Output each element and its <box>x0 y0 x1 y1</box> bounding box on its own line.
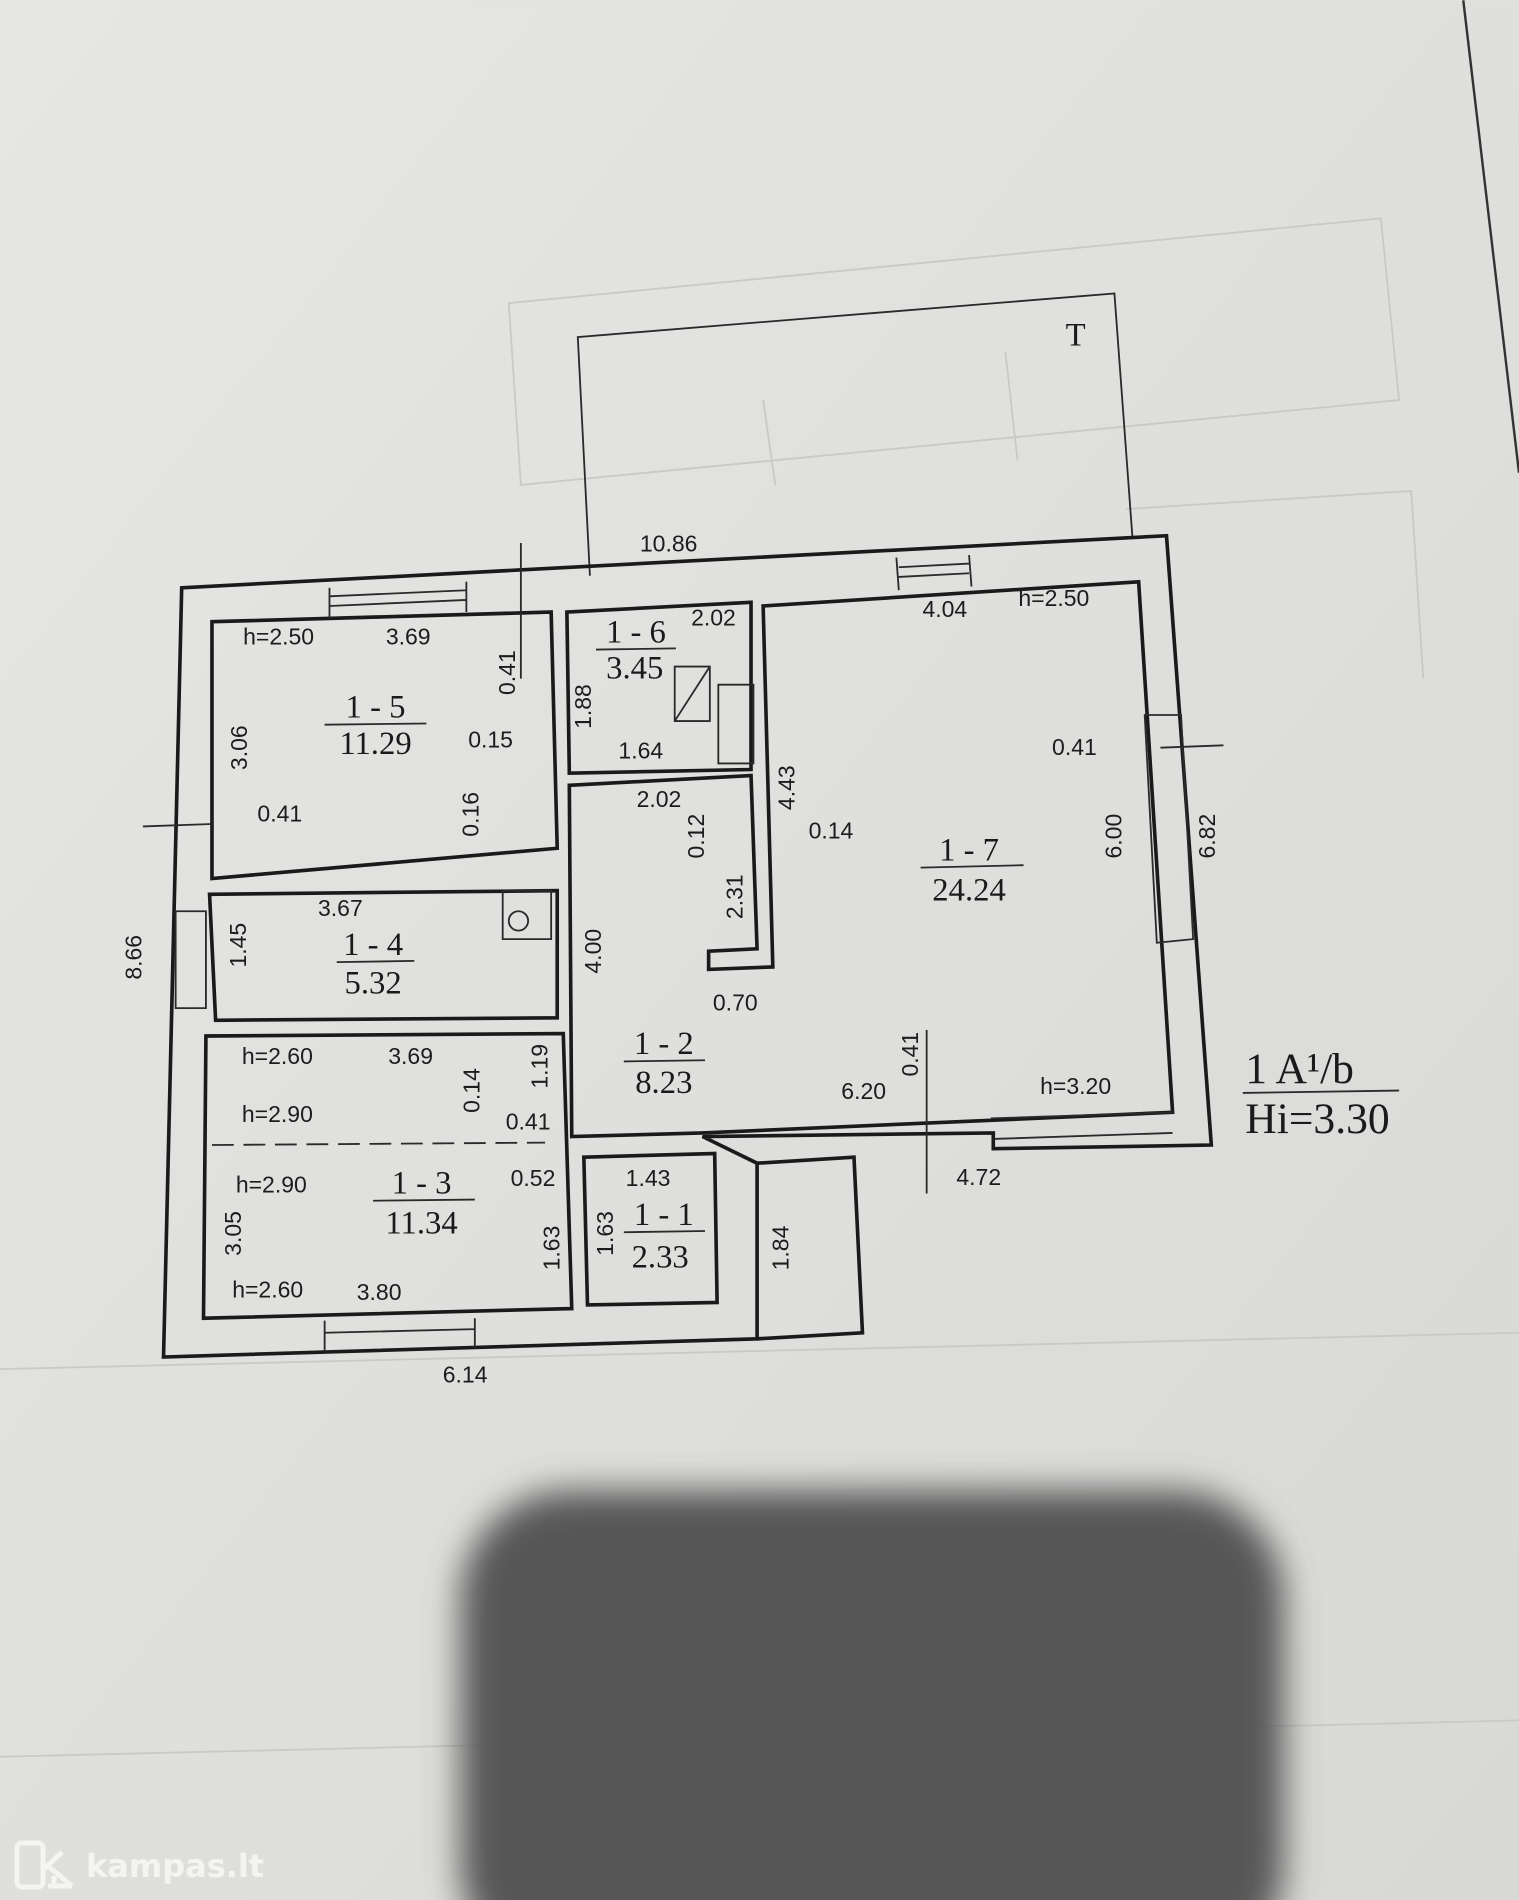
dim: 0.41 <box>1052 734 1097 760</box>
room-height: h=2.90 <box>236 1171 307 1197</box>
room-area: 8.23 <box>635 1065 692 1101</box>
dim-right-depth: 6.82 <box>1194 814 1220 859</box>
watermark-text: kampas.lt <box>86 1847 265 1885</box>
room-area: 11.34 <box>385 1205 457 1241</box>
room-1-7: 1 - 7 24.24 4.04 h=2.50 0.41 6.00 4.43 0… <box>774 585 1127 1190</box>
dim: 0.70 <box>713 990 758 1016</box>
room-1-1: 1 - 1 2.33 1.43 1.63 1.84 <box>592 1165 794 1275</box>
dim: 3.05 <box>220 1211 246 1256</box>
room-1-5: 1 - 5 11.29 h=2.50 3.69 0.41 3.06 0.15 0… <box>226 624 520 837</box>
hand-shadow <box>460 1490 1284 1900</box>
room-height: h=2.90 <box>242 1101 313 1127</box>
dim: 1.43 <box>626 1165 671 1191</box>
room-id: 1 - 2 <box>634 1026 694 1062</box>
room-height: h=2.50 <box>243 624 314 650</box>
terrace-outline <box>576 292 1134 576</box>
dim: 2.02 <box>637 786 682 812</box>
height-note: Hi=3.30 <box>1245 1095 1389 1143</box>
dim: 3.69 <box>386 624 431 650</box>
dim: 6.00 <box>1101 814 1127 859</box>
room-id: 1 - 4 <box>343 927 403 963</box>
room-area: 3.45 <box>606 651 663 687</box>
room-height: h=2.60 <box>242 1043 313 1069</box>
dim: 6.20 <box>841 1078 886 1104</box>
dim: 4.00 <box>580 929 606 974</box>
dim: 1.63 <box>592 1211 618 1256</box>
dim: 0.41 <box>506 1108 551 1134</box>
room-id: 1 - 5 <box>346 689 406 725</box>
dim: 0.14 <box>809 818 854 844</box>
dim: 4.72 <box>956 1164 1001 1190</box>
dim: 0.52 <box>511 1165 556 1191</box>
dim: 1.88 <box>570 684 596 729</box>
room-id: 1 - 6 <box>606 614 666 650</box>
dim: 0.41 <box>257 801 302 827</box>
room-height: h=2.50 <box>1018 585 1089 611</box>
dim-overall-width: 10.86 <box>640 530 698 556</box>
dim: 0.12 <box>683 814 709 859</box>
dim: 0.16 <box>457 792 483 837</box>
dim: 1.64 <box>618 738 663 764</box>
dim: 4.04 <box>922 596 967 622</box>
room-id: 1 - 1 <box>634 1197 694 1233</box>
dim: 3.80 <box>357 1279 402 1305</box>
dim: 0.41 <box>897 1032 923 1077</box>
dim-bottom-width: 6.14 <box>443 1361 488 1387</box>
room-id: 1 - 3 <box>392 1165 452 1201</box>
dim-overall-depth: 8.66 <box>121 935 147 980</box>
dim: 2.02 <box>691 604 736 630</box>
room-1-6: 1 - 6 3.45 2.02 1.88 1.64 <box>570 604 736 763</box>
dim: 2.31 <box>722 874 748 919</box>
dim: 3.69 <box>388 1043 433 1069</box>
room-area: 24.24 <box>932 872 1006 908</box>
dim: 0.14 <box>459 1068 485 1113</box>
room-area: 11.29 <box>339 726 411 762</box>
room-1-3: 1 - 3 11.34 h=2.60 3.69 1.19 0.14 h=2.90… <box>220 1043 565 1305</box>
room-area: 5.32 <box>344 966 401 1002</box>
room-height: h=3.20 <box>1040 1073 1111 1099</box>
room-1-2: 1 - 2 8.23 2.02 0.12 2.31 4.00 0.70 <box>580 786 758 1101</box>
dim: 1.19 <box>527 1044 553 1089</box>
building-walls <box>142 533 1224 1359</box>
dim: 3.06 <box>226 725 252 770</box>
terrace-label: T <box>1066 318 1086 354</box>
dim: 1.84 <box>768 1225 794 1270</box>
dim: 1.63 <box>539 1226 565 1271</box>
dim: 4.43 <box>774 765 800 810</box>
building-legend: 1 A¹/b Hi=3.30 <box>1242 1045 1400 1143</box>
kampas-logo-icon <box>14 1840 74 1890</box>
room-area: 2.33 <box>632 1239 689 1275</box>
watermark: kampas.lt <box>14 1840 264 1892</box>
room-height: h=2.60 <box>232 1277 303 1303</box>
room-id: 1 - 7 <box>939 832 999 868</box>
page-edge <box>1462 0 1519 473</box>
overall-dimensions: 10.86 8.66 6.14 6.82 <box>121 530 1220 1387</box>
dim: 0.15 <box>468 727 513 753</box>
room-1-4: 1 - 4 5.32 3.67 1.45 <box>225 895 415 1002</box>
dim: 1.45 <box>225 923 251 968</box>
dim: 3.67 <box>318 895 363 921</box>
dim: 0.41 <box>494 650 520 695</box>
building-code: 1 A¹/b <box>1245 1045 1354 1093</box>
